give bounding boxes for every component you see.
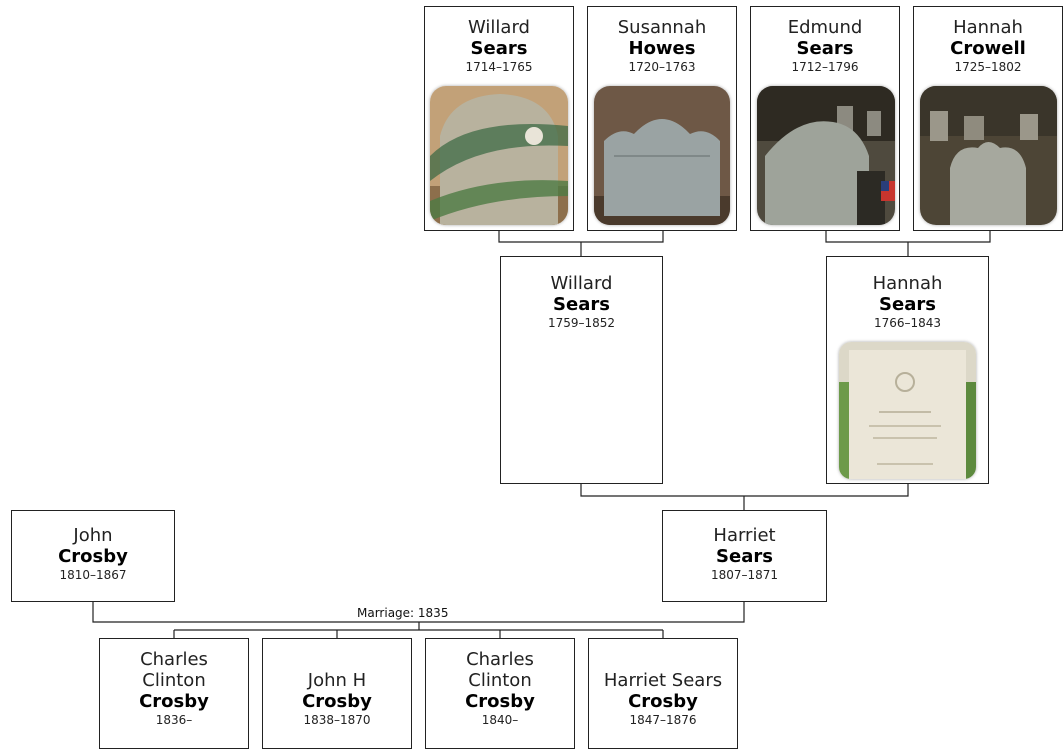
surname: Howes	[628, 38, 696, 59]
given-name: Edmund	[787, 17, 863, 38]
given-name-line2: Clinton	[468, 670, 532, 691]
life-dates: 1807–1871	[710, 568, 779, 582]
life-dates: 1840–	[481, 713, 519, 727]
given-name: Willard	[468, 17, 530, 38]
child-john-h-crosby[interactable]: John H Crosby 1838–1870	[262, 638, 412, 749]
life-dates: 1714–1765	[465, 60, 533, 74]
life-dates: 1712–1796	[791, 60, 859, 74]
marriage-label: Marriage: 1835	[355, 606, 451, 620]
gravestone-photo	[839, 342, 976, 479]
person-willard-sears-1714[interactable]: Willard Sears 1714–1765	[424, 6, 574, 231]
life-dates: 1838–1870	[303, 713, 371, 727]
life-dates: 1766–1843	[873, 316, 942, 330]
person-harriet-sears[interactable]: Harriet Sears 1807–1871	[662, 510, 827, 602]
surname: Crosby	[139, 691, 209, 712]
gravestone-photo	[430, 86, 568, 225]
surname: Sears	[553, 294, 610, 315]
surname: Crowell	[950, 38, 1026, 59]
child-charles-clinton-crosby-1836[interactable]: Charles Clinton Crosby 1836–	[99, 638, 249, 749]
person-hannah-crowell[interactable]: Hannah Crowell 1725–1802	[913, 6, 1063, 231]
life-dates: 1810–1867	[59, 568, 127, 582]
given-name: Hannah	[953, 17, 1023, 38]
given-name: John	[73, 525, 113, 546]
life-dates: 1759–1852	[547, 316, 616, 330]
gravestone-photo	[594, 86, 730, 225]
given-name: Hannah	[872, 273, 943, 294]
given-name-line1: Charles	[140, 649, 208, 670]
surname: Sears	[716, 546, 773, 567]
life-dates: 1725–1802	[954, 60, 1022, 74]
surname: Crosby	[628, 691, 698, 712]
given-name-line1: John H	[307, 670, 367, 691]
given-name: Harriet	[713, 525, 776, 546]
child-charles-clinton-crosby-1840[interactable]: Charles Clinton Crosby 1840–	[425, 638, 575, 749]
person-willard-sears-1759[interactable]: Willard Sears 1759–1852	[500, 256, 663, 484]
person-edmund-sears[interactable]: Edmund Sears 1712–1796	[750, 6, 900, 231]
life-dates: 1847–1876	[629, 713, 697, 727]
given-name-line1: Charles	[466, 649, 534, 670]
person-hannah-sears[interactable]: Hannah Sears 1766–1843	[826, 256, 989, 484]
child-harriet-sears-crosby[interactable]: Harriet Sears Crosby 1847–1876	[588, 638, 738, 749]
surname: Sears	[879, 294, 936, 315]
surname: Crosby	[302, 691, 372, 712]
person-susannah-howes[interactable]: Susannah Howes 1720–1763	[587, 6, 737, 231]
given-name-line2: Clinton	[142, 670, 206, 691]
given-name: Willard	[550, 273, 613, 294]
gravestone-photo	[757, 86, 895, 225]
life-dates: 1720–1763	[628, 60, 696, 74]
person-john-crosby[interactable]: John Crosby 1810–1867	[11, 510, 175, 602]
surname: Sears	[470, 38, 528, 59]
given-name-line1: Harriet Sears	[603, 670, 723, 691]
life-dates: 1836–	[155, 713, 193, 727]
surname: Crosby	[465, 691, 535, 712]
given-name: Susannah	[617, 17, 707, 38]
gravestone-photo	[920, 86, 1057, 225]
surname: Sears	[796, 38, 854, 59]
surname: Crosby	[58, 546, 128, 567]
